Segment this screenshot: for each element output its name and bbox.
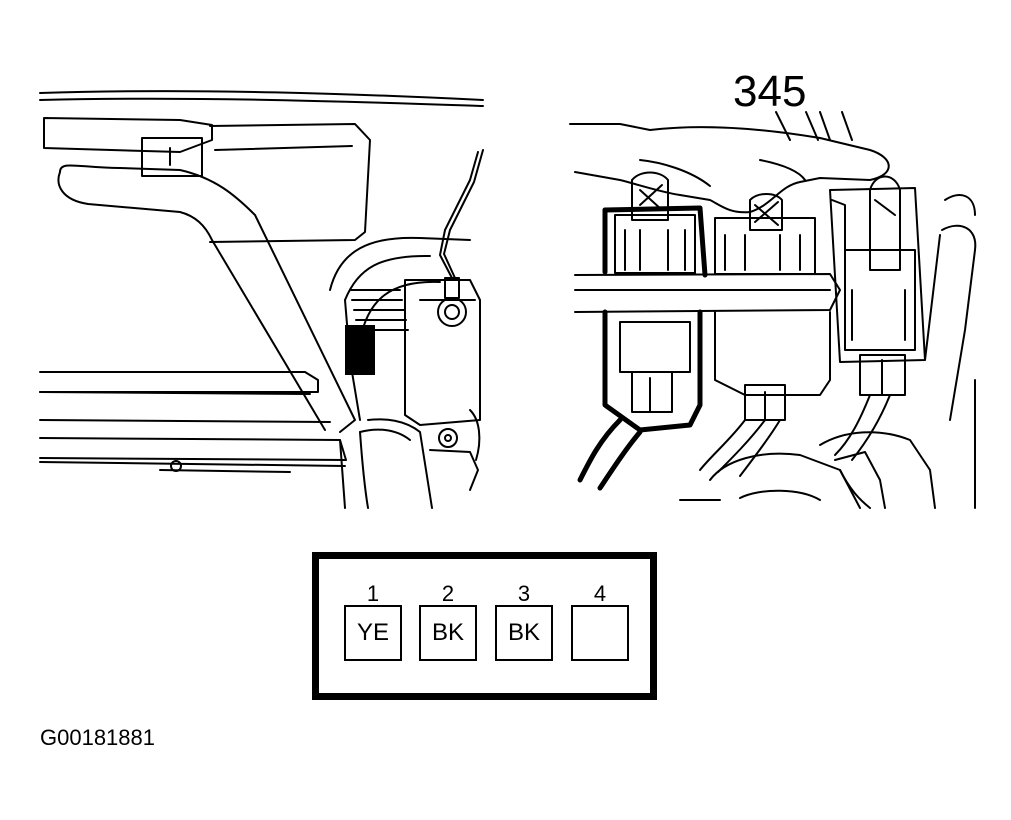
pin-number-label: 3 <box>517 581 531 606</box>
pin-1: 1 YE <box>343 583 403 661</box>
pin-wire-color-label: YE <box>344 605 402 661</box>
pin-wire-color-label <box>571 605 629 661</box>
component-callout-number: 345 <box>733 67 807 116</box>
pin-wire-color-label: BK <box>419 605 477 661</box>
pin-2: 2 BK <box>418 583 478 661</box>
pin-number-label: 2 <box>441 581 455 606</box>
pin-number-label: 4 <box>593 581 607 606</box>
left-engine-bay-view <box>39 90 484 509</box>
pin-4: 4 <box>570 583 630 661</box>
pin-number-label: 1 <box>366 581 380 606</box>
connector-pinout-diagram: 1 YE 2 BK 3 BK 4 <box>312 552 657 700</box>
right-connector-closeup <box>569 111 977 509</box>
pin-3: 3 BK <box>494 583 554 661</box>
pin-wire-color-label: BK <box>495 605 553 661</box>
figure-id-label: G00181881 <box>40 725 155 750</box>
